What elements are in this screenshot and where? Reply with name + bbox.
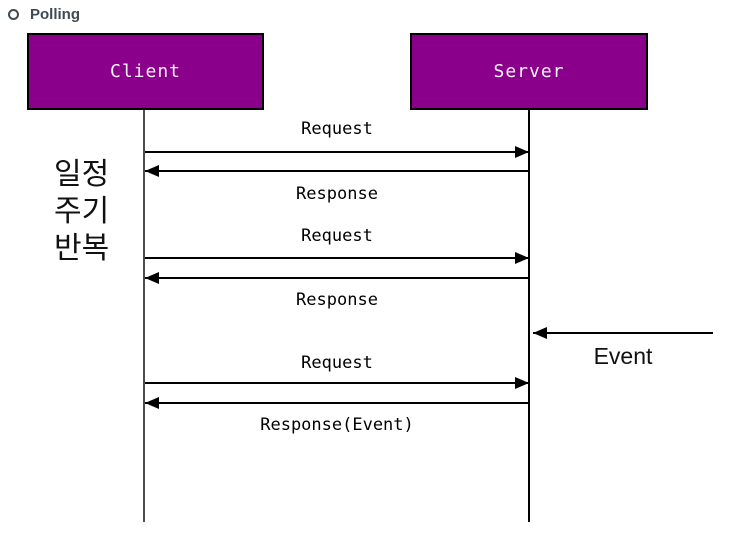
note-line: 반복 bbox=[54, 232, 110, 265]
note-line: 일정 bbox=[54, 158, 110, 191]
arrowhead-left-icon bbox=[145, 165, 159, 177]
event-arrow bbox=[533, 327, 713, 339]
arrowhead-right-icon bbox=[515, 146, 529, 158]
server-actor-box: Server bbox=[410, 33, 648, 110]
message-label-response-1: Response bbox=[296, 184, 378, 204]
message-arrow-response-1 bbox=[145, 165, 529, 177]
circle-bullet-icon bbox=[8, 9, 19, 20]
message-arrow-request-3 bbox=[145, 377, 529, 389]
note-line: 주기 bbox=[54, 195, 110, 228]
message-arrow-request-2 bbox=[145, 252, 529, 264]
message-label-response-2: Response bbox=[296, 290, 378, 310]
arrowhead-left-icon bbox=[145, 272, 159, 284]
arrowhead-left-icon bbox=[533, 327, 547, 339]
section-heading: Polling bbox=[8, 6, 80, 23]
message-arrow-response-2 bbox=[145, 272, 529, 284]
client-actor-box: Client bbox=[27, 33, 264, 110]
client-actor-label: Client bbox=[109, 61, 182, 82]
message-label-response-event: Response(Event) bbox=[260, 415, 414, 435]
message-label-request-1: Request bbox=[301, 119, 373, 139]
section-title: Polling bbox=[30, 6, 80, 23]
arrowhead-right-icon bbox=[515, 377, 529, 389]
server-actor-label: Server bbox=[493, 61, 565, 82]
interval-repeat-note: 일정 주기 반복 bbox=[54, 156, 109, 267]
message-arrow-response-event bbox=[145, 397, 529, 409]
arrowhead-left-icon bbox=[145, 397, 159, 409]
client-lifeline bbox=[143, 110, 145, 522]
server-lifeline bbox=[528, 110, 530, 522]
message-label-request-2: Request bbox=[301, 226, 373, 246]
message-label-request-3: Request bbox=[301, 353, 373, 373]
event-label: Event bbox=[593, 343, 653, 369]
message-arrow-request-1 bbox=[145, 146, 529, 158]
arrowhead-right-icon bbox=[515, 252, 529, 264]
